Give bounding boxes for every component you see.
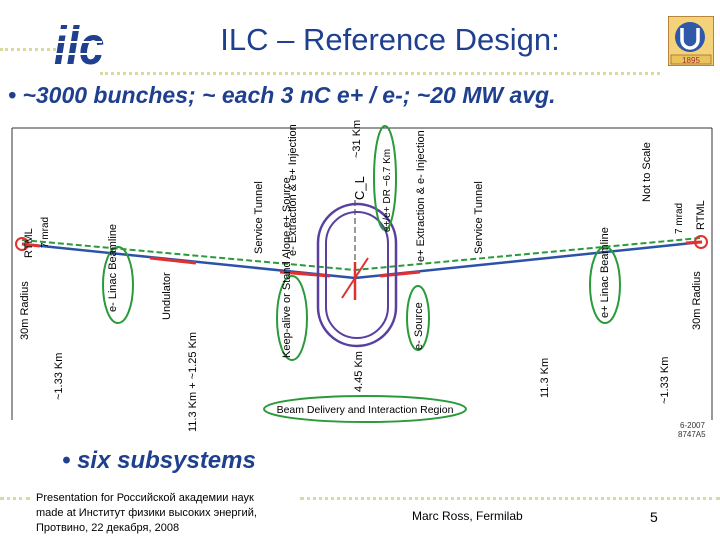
damping-ring-outer [316,202,398,348]
e-linac-highlight [102,246,134,324]
bullet-bunches: • ~3000 bunches; ~ each 3 nC e+ / e-; ~2… [8,82,556,108]
institute-logo-year: 1895 [682,56,700,65]
label-not-to-scale: Not to Scale [641,142,653,202]
institute-logo: 1895 [668,16,714,66]
label-11-3-km-right: 11.3 Km [539,358,551,398]
label-e-source: e- Source [413,302,425,350]
label-rtml-left: RTML [23,228,35,258]
footer-presentation-info: Presentation for Российской академии нау… [36,491,296,536]
label-service-tunnel-left: Service Tunnel [253,181,265,254]
bullet-six-subsystems: • six subsystems [62,447,256,474]
label-rtml-right: RTML [695,200,707,230]
ilc-logo-text: ilc [54,16,104,74]
damping-ring-inner [325,211,389,339]
footer-line-3: Протвино, 22 декабря, 2008 [36,522,180,534]
label-radius-left: 30m Radius [19,281,31,340]
label-dr: e+/e+ DR ~6.7 Km [382,149,393,232]
label-undulator: Undulator [161,272,173,320]
footer-line-1: Presentation for Российской академии нау… [36,492,254,504]
label-e-linac: e- Linac Beamline [107,224,119,312]
label-doc-id: 8747A5 [678,430,706,439]
label-4-45-km: 4.45 Km [353,351,365,392]
label-mrad-left: 7 mrad [40,217,51,248]
label-mrad-right: 7 mrad [674,203,685,234]
rtml-left-loop [15,237,29,251]
label-extraction-left: e- Extraction & e+ Injection [287,124,299,256]
footer-dots-left [0,497,30,500]
rtml-right-segment [685,240,703,245]
rtml-right-loop [694,235,708,249]
footer-author: Marc Ross, Fermilab [412,509,523,523]
e-plus-source-segment [279,270,331,278]
footer-dots-right [300,497,720,500]
label-bdir: Beam Delivery and Interaction Region [277,404,454,416]
header-dots-left [0,48,62,51]
e-plus-linac-highlight [589,246,621,324]
footer-line-2: made at Институт физики высоких энергий, [36,507,257,519]
undulator-segment [149,256,197,265]
page-number: 5 [650,509,658,525]
label-1-33-km-left: ~1.33 Km [53,353,65,400]
label-1-33-km-right: ~1.33 Km [659,357,671,404]
label-keep-alive: Keep-alive or Stand Alone e+ Source [281,177,293,358]
label-extraction-right: e+ Extraction & e- Injection [415,130,427,262]
label-31-km: ~31 Km [351,120,363,158]
header-dots-right [100,72,660,75]
rtml-left-segment [21,242,41,248]
dr-highlight [373,125,397,231]
label-centerline: C_L [352,176,367,200]
page-title: ILC – Reference Design: [220,22,560,57]
label-e-plus-linac: e+ Linac Beamline [599,227,611,318]
label-radius-right: 30m Radius [691,271,703,330]
ilc-logo: ilc [54,16,104,74]
label-11-3-km-left: 11.3 Km + ~1.25 Km [187,332,199,432]
keep-alive-highlight [276,275,308,361]
e-minus-source-segment [379,270,421,278]
bdir-highlight [263,395,467,423]
label-doc-date: 6-2007 [680,421,705,430]
label-service-tunnel-right: Service Tunnel [473,181,485,254]
e-source-highlight [406,285,430,351]
